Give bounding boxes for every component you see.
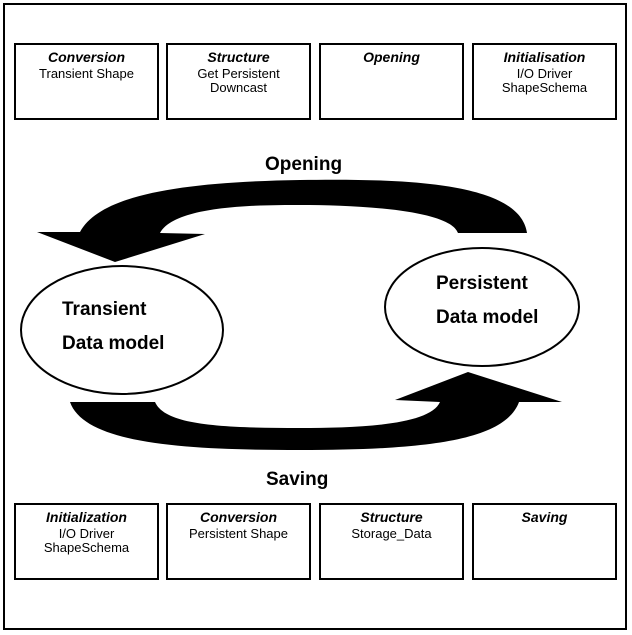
box-title: Opening — [363, 49, 420, 65]
top-box-structure: Structure Get Persistent Downcast — [166, 43, 311, 120]
box-title: Initialization — [46, 509, 127, 525]
persistent-label-line2: Data model — [436, 307, 539, 328]
saving-arrow — [70, 372, 562, 450]
box-title: Conversion — [199, 509, 277, 525]
box-title: Conversion — [47, 49, 125, 65]
saving-label: Saving — [266, 469, 329, 490]
bottom-box-structure: Structure Storage_Data — [319, 503, 464, 580]
box-title: Initialisation — [503, 49, 586, 65]
box-body: Transient Shape — [39, 66, 134, 81]
top-box-opening: Opening — [319, 43, 464, 120]
top-box-initialisation: Initialisation I/O Driver ShapeSchema — [472, 43, 617, 120]
persistent-label-line1: Persistent — [436, 273, 528, 294]
transient-label-line1: Transient — [62, 299, 147, 320]
opening-label: Opening — [265, 154, 343, 175]
box-body: I/O Driver ShapeSchema — [501, 66, 588, 95]
top-box-conversion: Conversion Transient Shape — [14, 43, 159, 120]
transient-label-line2: Data model — [62, 333, 165, 354]
bottom-box-conversion: Conversion Persistent Shape — [166, 503, 311, 580]
box-title: Saving — [521, 509, 568, 525]
box-body: I/O Driver ShapeSchema — [43, 526, 130, 555]
box-title: Structure — [360, 509, 423, 525]
opening-arrow — [37, 179, 527, 262]
bottom-box-initialization: Initialization I/O Driver ShapeSchema — [14, 503, 159, 580]
persistent-node — [384, 247, 580, 367]
box-body: Storage_Data — [351, 526, 432, 541]
box-title: Structure — [207, 49, 270, 65]
bottom-box-saving: Saving — [472, 503, 617, 580]
box-body: Get Persistent Downcast — [197, 66, 280, 95]
transient-node — [20, 265, 224, 395]
box-body: Persistent Shape — [188, 526, 288, 541]
